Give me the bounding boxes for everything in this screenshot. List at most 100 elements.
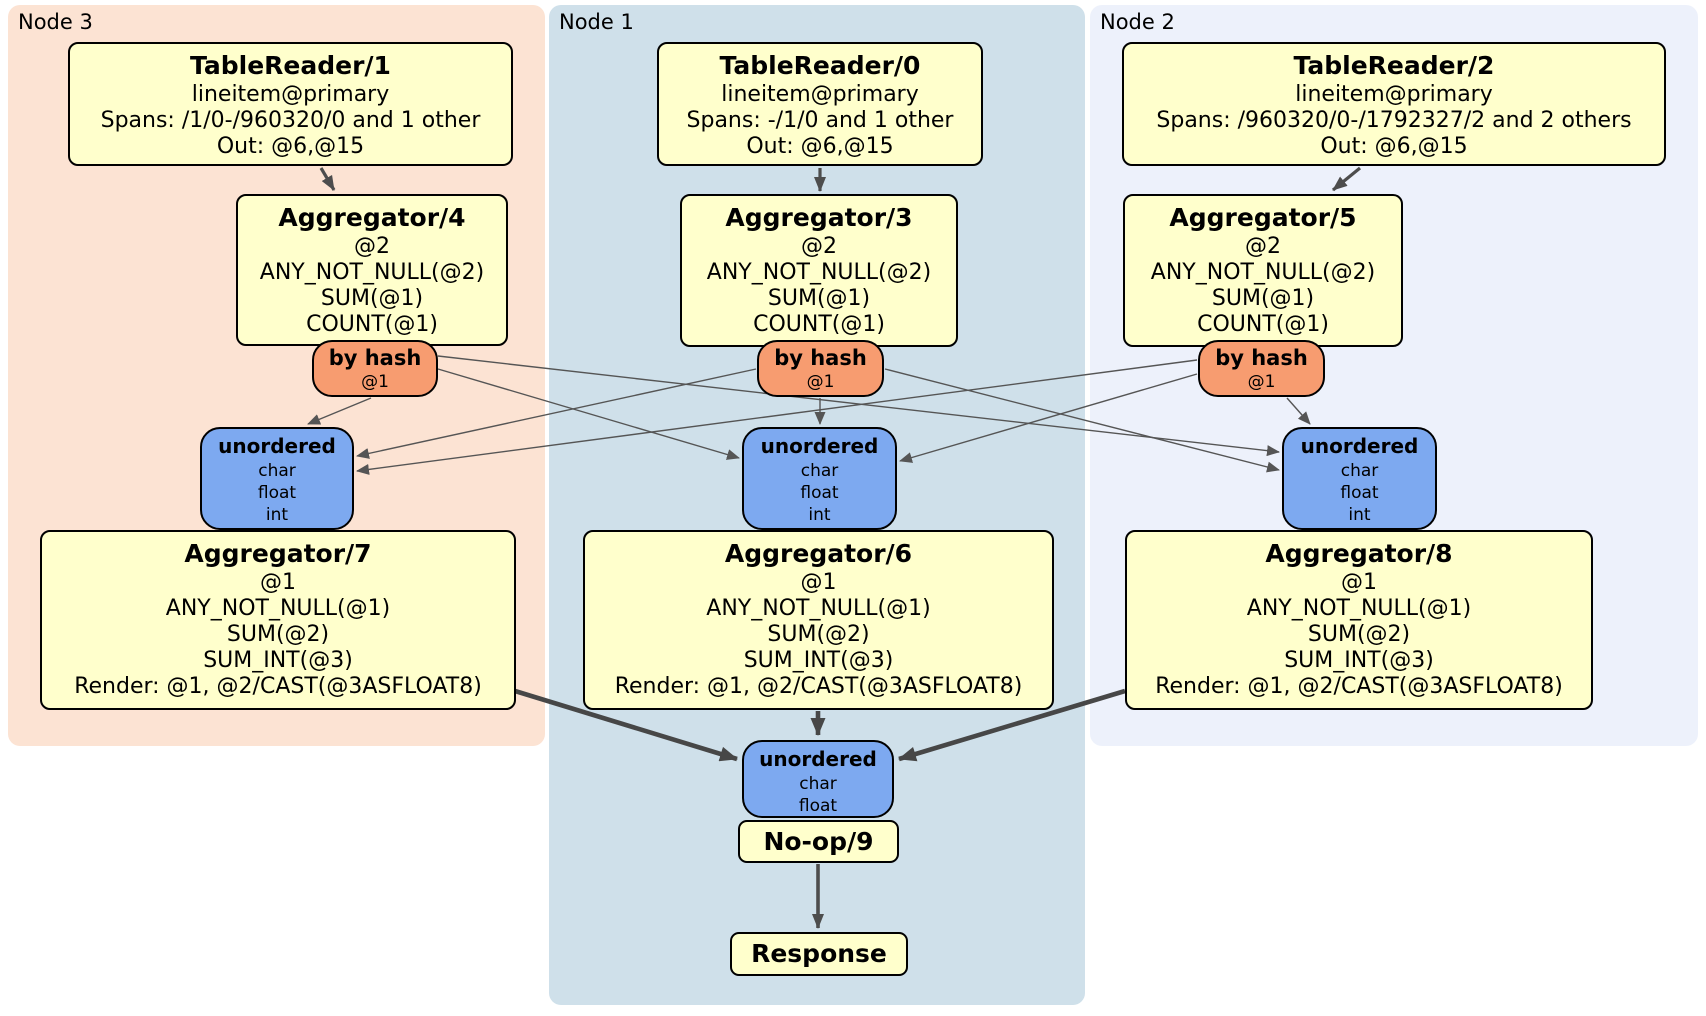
processor-line: SUM(@1): [1211, 286, 1315, 311]
sync-line: char: [799, 774, 837, 794]
edge-aggregator7-to-output-sync: [514, 688, 738, 762]
processor-line: SUM_INT(@3): [743, 648, 894, 673]
processor-title: Aggregator/8: [1265, 539, 1453, 568]
node1-label: Node 1: [559, 10, 634, 34]
sync-line: char: [258, 461, 296, 481]
router-title: by hash: [1215, 346, 1308, 370]
processor-line: COUNT(@1): [753, 312, 885, 337]
edge-byhash3-to-sync8: [884, 368, 1280, 473]
processor-title: Aggregator/3: [725, 203, 913, 232]
processor-aggregator-5: Aggregator/5 @2 ANY_NOT_NULL(@2) SUM(@1)…: [1123, 194, 1403, 347]
processor-line: ANY_NOT_NULL(@1): [165, 596, 391, 621]
processor-line: Out: @6,@15: [216, 134, 365, 159]
processor-line: Render: @1, @2/CAST(@3ASFLOAT8): [74, 674, 482, 699]
processor-line: Out: @6,@15: [1320, 134, 1468, 159]
processor-tablereader-1: TableReader/1 lineitem@primary Spans: /1…: [68, 42, 513, 166]
processor-line: COUNT(@1): [1197, 312, 1329, 337]
edge-byhash3-to-sync7: [356, 368, 757, 459]
processor-line: SUM(@2): [767, 622, 870, 647]
processor-line: COUNT(@1): [306, 312, 438, 337]
processor-line: @1: [800, 570, 837, 595]
processor-line: ANY_NOT_NULL(@2): [259, 260, 485, 285]
processor-line: ANY_NOT_NULL(@1): [1246, 596, 1472, 621]
processor-line: Render: @1, @2/CAST(@3ASFLOAT8): [614, 674, 1023, 699]
processor-aggregator-6: Aggregator/6 @1 ANY_NOT_NULL(@1) SUM(@2)…: [583, 530, 1054, 710]
edge-byhash4-to-sync6: [437, 368, 740, 460]
edge-byhash5-to-sync7: [356, 359, 1198, 475]
processor-line: @2: [801, 234, 837, 259]
processor-title: Aggregator/7: [184, 539, 372, 568]
response-box: Response: [730, 932, 908, 976]
response-title: Response: [751, 939, 887, 968]
router-detail: @1: [361, 372, 389, 392]
processor-aggregator-8: Aggregator/8 @1 ANY_NOT_NULL(@1) SUM(@2)…: [1125, 530, 1593, 710]
processor-line: SUM_INT(@3): [203, 648, 353, 673]
processor-line: @1: [1341, 570, 1377, 595]
edge-byhash4-to-sync7: [307, 397, 372, 425]
processor-noop-9: No-op/9: [738, 820, 899, 863]
processor-title: TableReader/1: [190, 51, 391, 80]
sync-unordered-7: unordered char float int: [200, 427, 354, 530]
processor-line: ANY_NOT_NULL(@2): [706, 260, 932, 285]
edge-tablereader1-to-aggregator4: [319, 167, 336, 191]
processor-line: @2: [354, 234, 390, 259]
node3-label: Node 3: [18, 10, 93, 34]
sync-line: int: [808, 505, 831, 525]
router-title: by hash: [774, 346, 867, 370]
sync-line: float: [257, 483, 297, 503]
processor-tablereader-0: TableReader/0 lineitem@primary Spans: -/…: [657, 42, 983, 166]
sync-title: unordered: [760, 434, 879, 458]
edge-byhash5-to-sync6: [899, 373, 1198, 463]
processor-line: ANY_NOT_NULL(@2): [1150, 260, 1376, 285]
sync-title: unordered: [759, 747, 877, 771]
router-by-hash-3: by hash @1: [757, 340, 884, 397]
processor-line: SUM_INT(@3): [1284, 648, 1434, 673]
sync-line: int: [265, 505, 289, 525]
sync-line: float: [800, 483, 839, 503]
sync-unordered-6: unordered char float int: [742, 427, 897, 530]
processor-title: No-op/9: [763, 827, 874, 856]
processor-aggregator-7: Aggregator/7 @1 ANY_NOT_NULL(@1) SUM(@2)…: [40, 530, 516, 710]
processor-aggregator-3: Aggregator/3 @2 ANY_NOT_NULL(@2) SUM(@1)…: [680, 194, 958, 347]
sync-line: float: [1340, 483, 1379, 503]
edge-aggregator8-to-output-sync: [898, 688, 1126, 762]
processor-title: TableReader/2: [1293, 51, 1495, 80]
sync-title: unordered: [1300, 434, 1419, 458]
edge-byhash4-to-sync8: [437, 355, 1280, 457]
node2-label: Node 2: [1100, 10, 1175, 34]
sync-unordered-output: unordered char float: [742, 740, 894, 818]
processor-line: lineitem@primary: [721, 82, 919, 107]
processor-tablereader-2: TableReader/2 lineitem@primary Spans: /9…: [1122, 42, 1666, 166]
processor-line: Spans: /960320/0-/1792327/2 and 2 others: [1156, 108, 1632, 133]
sync-line: float: [798, 796, 838, 816]
processor-line: SUM(@2): [1307, 622, 1411, 647]
router-title: by hash: [328, 346, 422, 370]
processor-line: SUM(@1): [767, 286, 871, 311]
processor-line: ANY_NOT_NULL(@1): [706, 596, 931, 621]
edge-tablereader2-to-aggregator5: [1331, 166, 1362, 192]
router-detail: @1: [1247, 372, 1276, 392]
processor-title: TableReader/0: [719, 51, 921, 80]
processor-title: Aggregator/6: [724, 539, 913, 568]
processor-line: Out: @6,@15: [746, 134, 894, 159]
sync-line: int: [1348, 505, 1371, 525]
router-by-hash-4: by hash @1: [312, 340, 438, 397]
processor-line: SUM(@2): [226, 622, 330, 647]
edge-byhash5-to-sync8: [1286, 397, 1311, 425]
processor-title: Aggregator/5: [1169, 203, 1357, 232]
processor-line: lineitem@primary: [191, 82, 390, 107]
sync-title: unordered: [218, 434, 336, 458]
processor-line: @1: [260, 570, 296, 595]
sync-line: char: [1340, 461, 1379, 481]
processor-line: SUM(@1): [320, 286, 424, 311]
processor-line: Spans: /1/0-/960320/0 and 1 other: [100, 108, 481, 133]
processor-line: lineitem@primary: [1295, 82, 1493, 107]
processor-line: @2: [1245, 234, 1281, 259]
router-by-hash-5: by hash @1: [1198, 340, 1325, 397]
sync-unordered-8: unordered char float int: [1282, 427, 1437, 530]
processor-title: Aggregator/4: [278, 203, 466, 232]
processor-line: Render: @1, @2/CAST(@3ASFLOAT8): [1155, 674, 1563, 699]
sync-line: char: [800, 461, 839, 481]
